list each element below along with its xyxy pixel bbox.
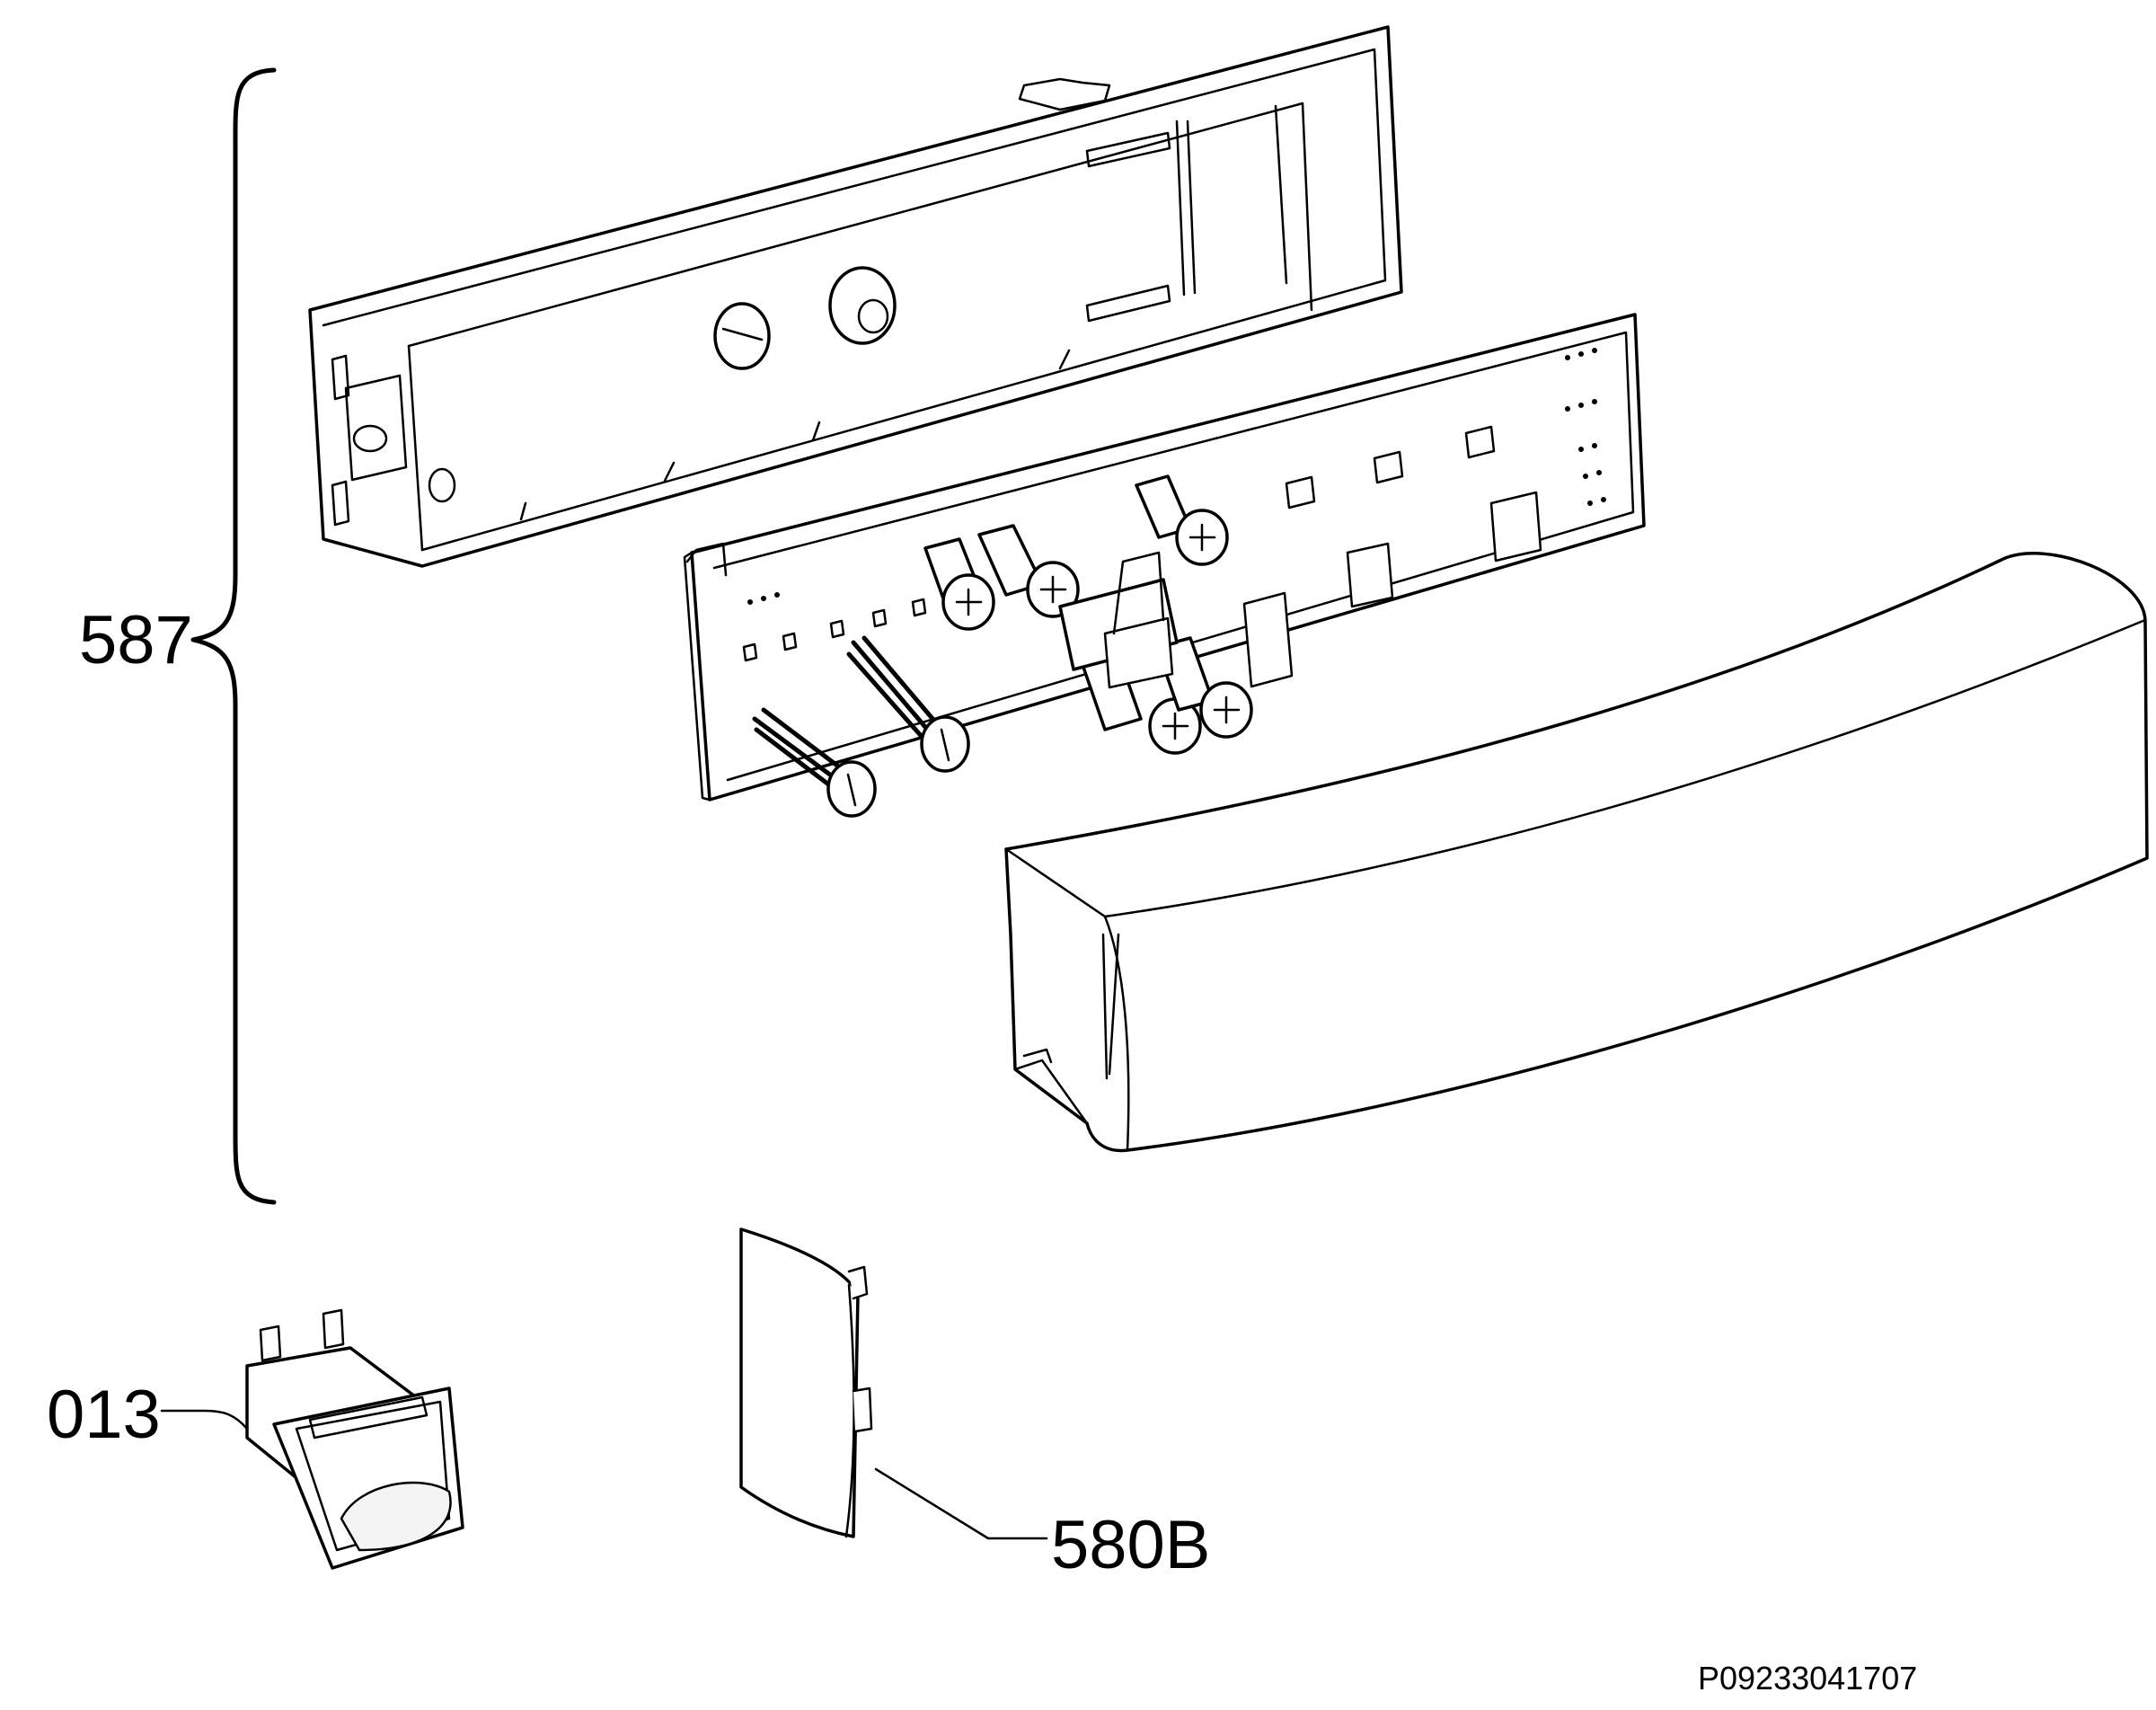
cover-piece <box>739 1227 873 1538</box>
assembly-brace <box>190 67 277 1205</box>
front-cover <box>1004 552 2149 1153</box>
label-587: 587 <box>79 602 193 678</box>
leader-line-013 <box>160 1409 249 1431</box>
leader-line-580b <box>874 1467 1048 1540</box>
switch-part <box>245 1308 464 1570</box>
screw <box>752 707 877 818</box>
control-panel-frame <box>308 25 1403 568</box>
circuit-board <box>683 313 1646 802</box>
capacitor <box>977 524 1080 618</box>
capacitor <box>1135 474 1229 566</box>
screw <box>846 635 970 773</box>
capacitor <box>923 537 995 631</box>
label-013: 013 <box>47 1377 161 1453</box>
drawing-id: P09233041707 <box>1698 1660 1917 1697</box>
label-580b: 580B <box>1051 1507 1211 1583</box>
